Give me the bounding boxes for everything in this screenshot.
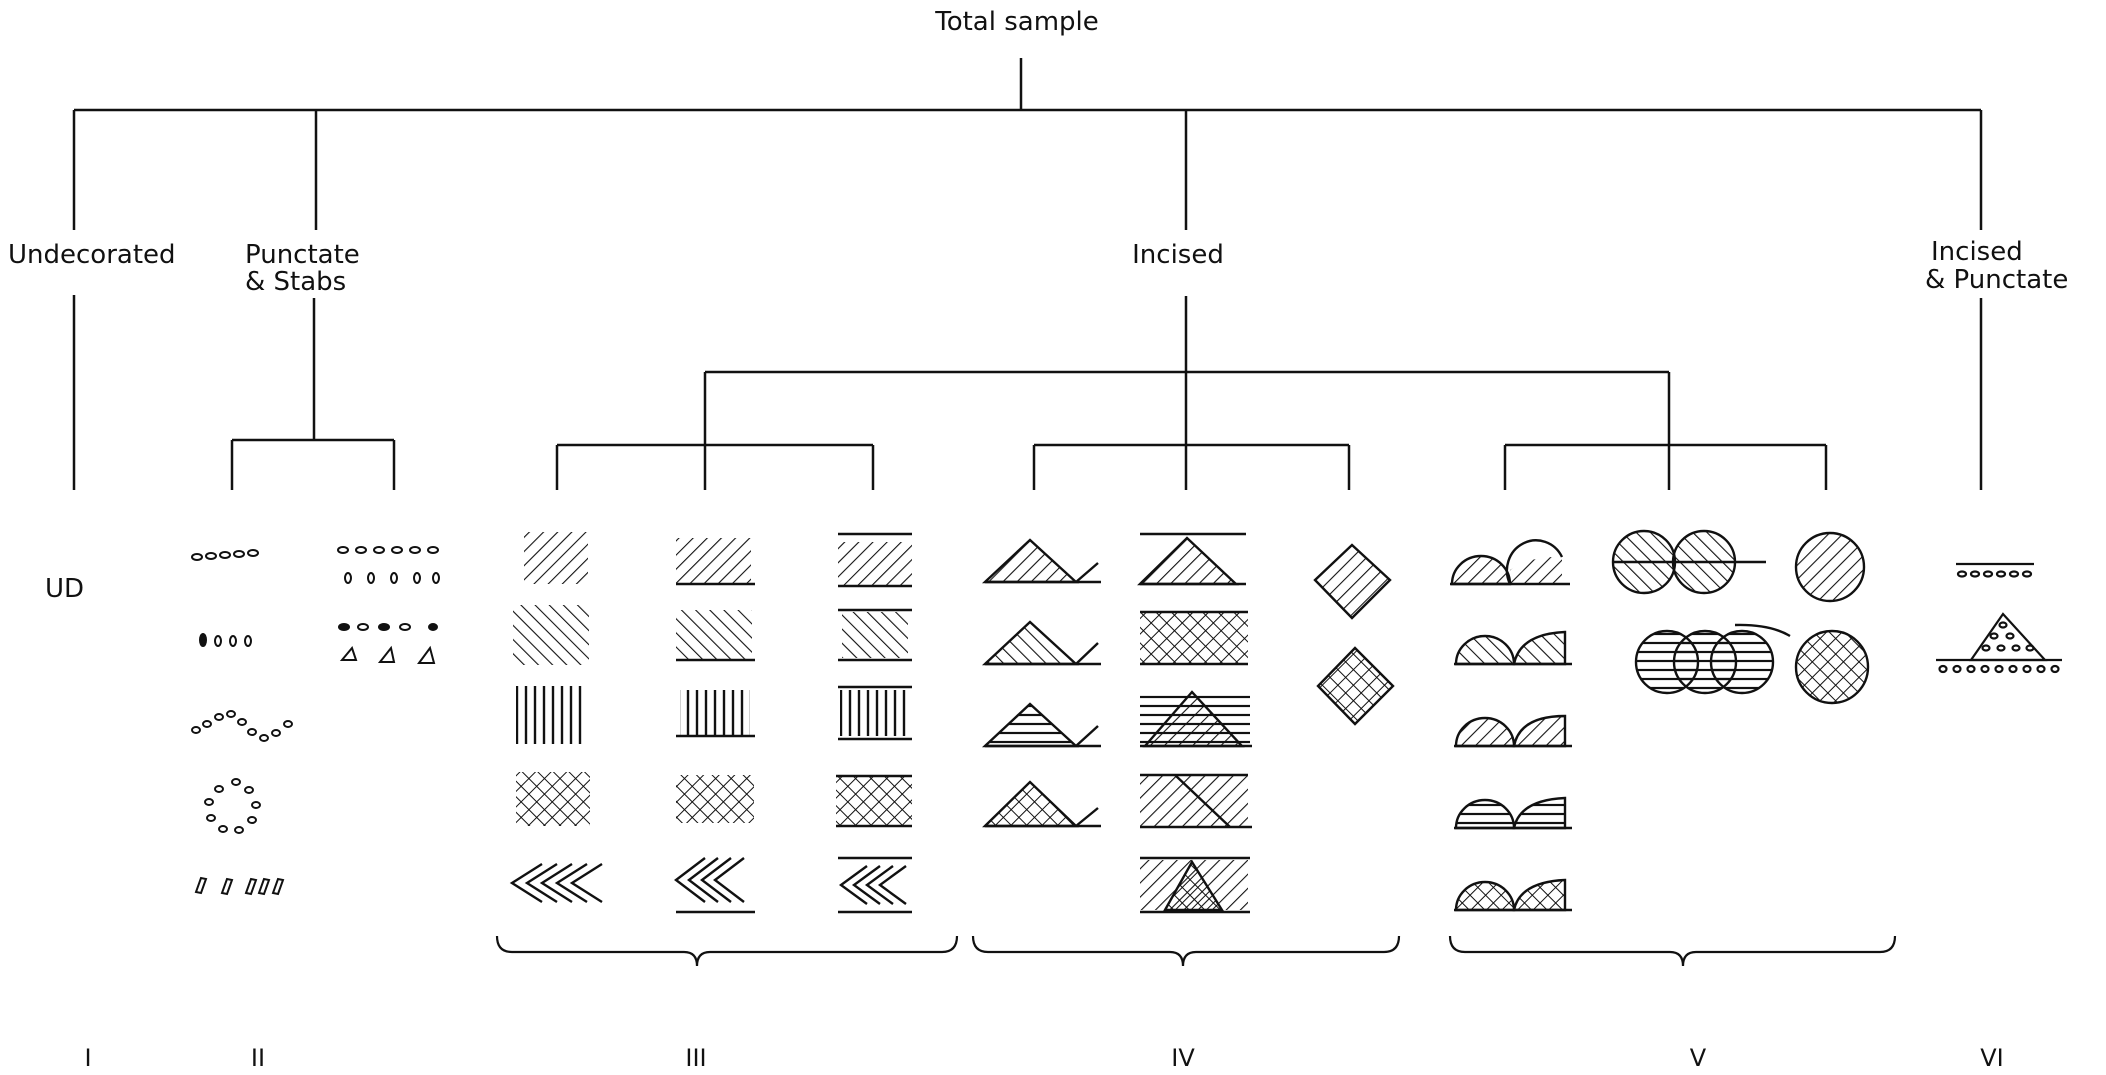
category-incised: Incised [1132, 240, 1224, 270]
punctate-mixed-row [338, 623, 438, 664]
group-label-vi: VI [1980, 1044, 2004, 1072]
diamond-motifs [1313, 543, 1395, 726]
brace-v [1448, 935, 1897, 967]
category-incised-punctate: Incised [1931, 237, 2023, 267]
triangle-motifs [981, 532, 1252, 914]
group-braces [495, 935, 1897, 967]
category-incised-punctate-line2: & Punctate [1925, 265, 2068, 295]
group-label-v: V [1690, 1044, 1707, 1072]
group-label-i: I [84, 1044, 91, 1072]
category-punctate-stabs: & Stabs [245, 267, 346, 297]
title: Total sample [934, 7, 1099, 37]
punctate-double-row [337, 546, 440, 584]
circle-motifs [1611, 529, 1870, 705]
punctate-row-filled [199, 633, 252, 647]
tree-connectors [72, 58, 1983, 490]
brace-iv [971, 935, 1401, 967]
incised-punctate-motifs [1936, 562, 2062, 674]
punctate-wave [191, 710, 293, 742]
brace-iii [495, 935, 959, 967]
punctate-circle [204, 778, 261, 834]
stab-row [194, 876, 285, 896]
group-label-ii: II [251, 1044, 265, 1072]
punctate-motifs [191, 546, 440, 896]
group-label-iv: IV [1171, 1044, 1195, 1072]
category-punctate: Punctate [245, 240, 360, 270]
punctate-row-ovals [191, 549, 259, 561]
hatched-rect-motifs [509, 532, 912, 914]
group-label-iii: III [685, 1044, 706, 1072]
category-undecorated: Undecorated [8, 240, 176, 270]
semicircle-motifs [1450, 539, 1572, 912]
ud-label: UD [45, 574, 84, 604]
